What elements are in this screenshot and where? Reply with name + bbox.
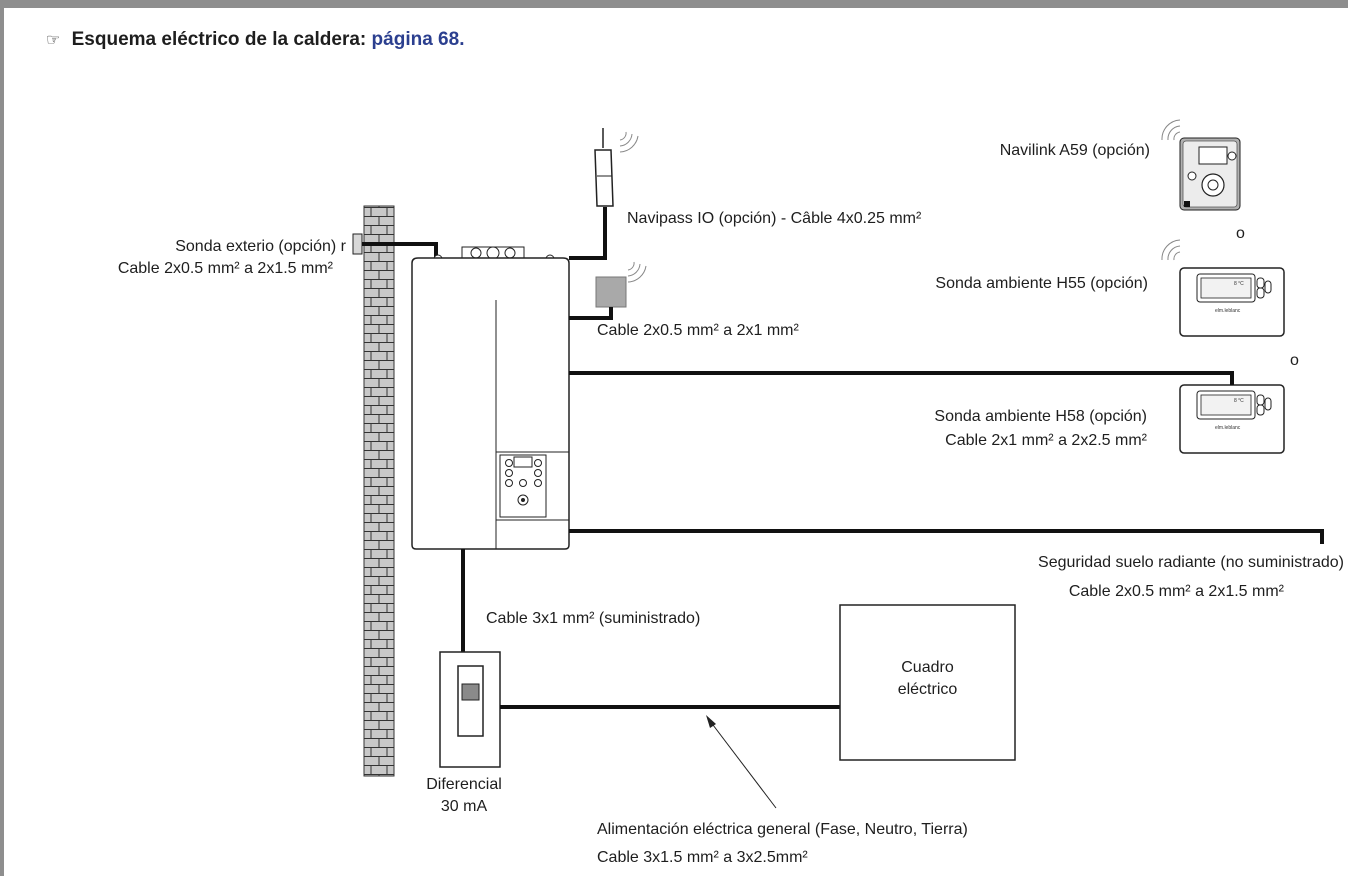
label-or-1: o: [1236, 225, 1245, 242]
label-panel-line2: eléctrico: [897, 681, 958, 698]
wireless-signal-icon: [1161, 119, 1181, 141]
label-outdoor-sensor-cable: Cable 2x0.5 mm² a 2x1.5 mm²: [117, 260, 333, 277]
label-h58: Sonda ambiente H58 (opción): [934, 408, 1147, 425]
wireless-signal-icon: [619, 131, 639, 153]
wireless-signal-icon: [627, 261, 647, 283]
label-h55: Sonda ambiente H55 (opción): [935, 275, 1148, 292]
label-supplied-cable: Cable 3x1 mm² (suministrado): [486, 610, 701, 627]
label-floor-safety: Seguridad suelo radiante (no suministrad…: [1038, 554, 1344, 571]
hand-pointer-icon: ☞: [46, 32, 61, 49]
receiver-wire: [569, 307, 613, 320]
electrical-panel: [839, 604, 1016, 761]
label-main-supply: Alimentación eléctrica general (Fase, Ne…: [597, 821, 968, 838]
label-sensor-cable: Cable 2x0.5 mm² a 2x1 mm²: [597, 322, 799, 339]
label-navilink: Navilink A59 (opción): [999, 142, 1150, 159]
rcd-differential: [439, 651, 501, 768]
navipass-wire: [569, 207, 607, 260]
floor-safety-wire: [569, 529, 1324, 544]
label-main-supply-cable: Cable 3x1.5 mm² a 3x2.5mm²: [597, 849, 808, 866]
label-rcd: Diferencial 30 mA: [404, 774, 524, 818]
outdoor-sensor: [352, 233, 363, 255]
svg-text:8 °C: 8 °C: [1234, 398, 1244, 404]
label-rcd-line2: 30 mA: [440, 798, 488, 815]
label-panel: Cuadro eléctrico: [840, 657, 1015, 701]
wireless-signal-icon: [1161, 239, 1181, 261]
navilink-a59-device: [1179, 137, 1241, 211]
label-rcd-line1: Diferencial: [426, 776, 502, 793]
receiver-module: [595, 276, 627, 308]
h58-wire: [569, 371, 1234, 385]
label-or-2: o: [1290, 352, 1299, 369]
page-title: ☞ Esquema eléctrico de la caldera: págin…: [46, 29, 464, 51]
label-panel-line1: Cuadro: [901, 659, 954, 676]
svg-text:elm.leblanc: elm.leblanc: [1215, 425, 1241, 431]
svg-text:8 °C: 8 °C: [1234, 281, 1244, 287]
brick-wall: [363, 205, 395, 777]
svg-text:elm.leblanc: elm.leblanc: [1215, 308, 1241, 314]
title-text: Esquema eléctrico de la caldera:: [71, 29, 367, 50]
label-floor-safety-cable: Cable 2x0.5 mm² a 2x1.5 mm²: [1068, 583, 1284, 600]
thermostat-h55: 8 °C elm.leblanc: [1179, 267, 1285, 337]
label-outdoor-sensor: Sonda exterio (opción) r: [175, 238, 346, 255]
label-navipass: Navipass IO (opción) - Câble 4x0.25 mm²: [627, 210, 922, 227]
label-h58-cable: Cable 2x1 mm² a 2x2.5 mm²: [945, 432, 1147, 449]
thermostat-h58: 8 °C elm.leblanc: [1179, 384, 1285, 454]
boiler: [411, 246, 570, 550]
page-link[interactable]: página 68.: [371, 29, 465, 50]
annotation-arrow: [706, 715, 777, 809]
navipass-module: [594, 128, 614, 207]
